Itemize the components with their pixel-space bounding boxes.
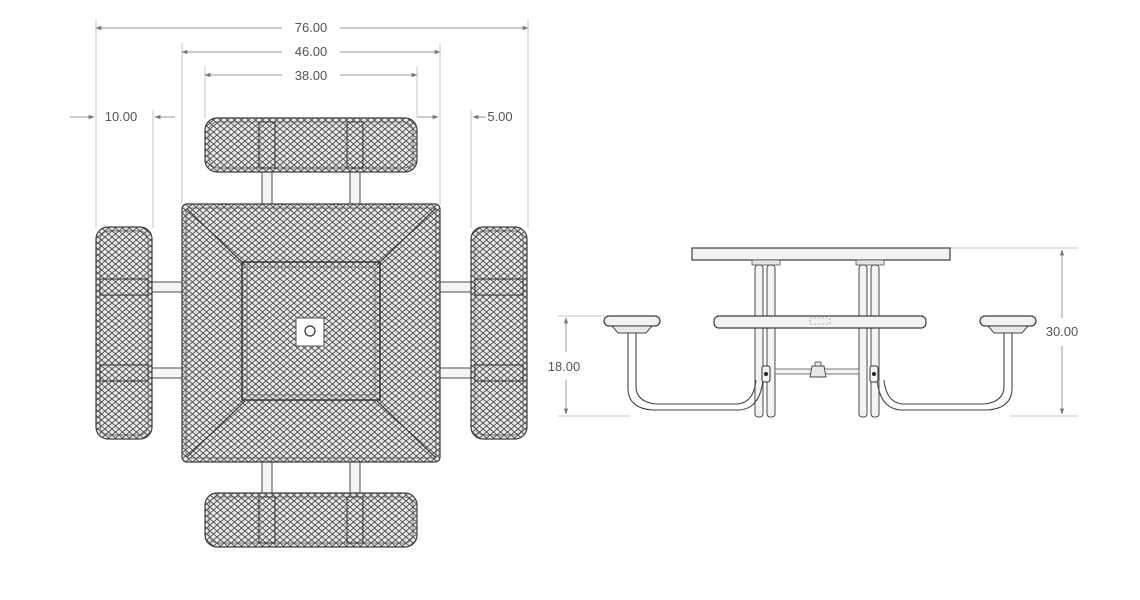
seat-height-label: 18.00 — [548, 359, 581, 374]
bench-frame — [627, 333, 1013, 411]
bench-gap-label: 5.00 — [487, 109, 512, 124]
dimension-table-height: 30.00 — [1046, 249, 1079, 415]
overall-width-label: 76.00 — [295, 20, 328, 35]
dimension-overall-width: 76.00 — [95, 20, 529, 35]
bench-depth-label: 10.00 — [105, 109, 138, 124]
table-posts — [754, 264, 880, 418]
dimension-bench-gap: 5.00 — [418, 109, 513, 124]
table-width-label: 46.00 — [295, 44, 328, 59]
table-top-side — [691, 247, 951, 261]
seat-left — [603, 315, 661, 334]
umbrella-hole — [304, 325, 316, 337]
top-view: 76.00 46.00 38.00 10.00 5.00 — [70, 20, 529, 548]
dimension-bench-depth: 10.00 — [70, 109, 175, 124]
side-view: 18.00 30.00 — [548, 247, 1079, 418]
table-height-label: 30.00 — [1046, 324, 1079, 339]
bench-length-label: 38.00 — [295, 68, 328, 83]
dimension-bench-length: 38.00 — [204, 68, 418, 83]
bench-bottom — [204, 492, 418, 548]
dimension-seat-height: 18.00 — [548, 317, 581, 415]
bench-left — [95, 226, 153, 440]
table-top — [181, 203, 441, 463]
dimension-table-width: 46.00 — [181, 44, 441, 59]
bench-supports — [149, 169, 475, 497]
bench-top — [204, 117, 418, 173]
seat-right — [979, 315, 1037, 334]
bench-right — [470, 226, 528, 440]
cross-brace — [761, 317, 879, 383]
bench-side-center — [713, 315, 927, 329]
